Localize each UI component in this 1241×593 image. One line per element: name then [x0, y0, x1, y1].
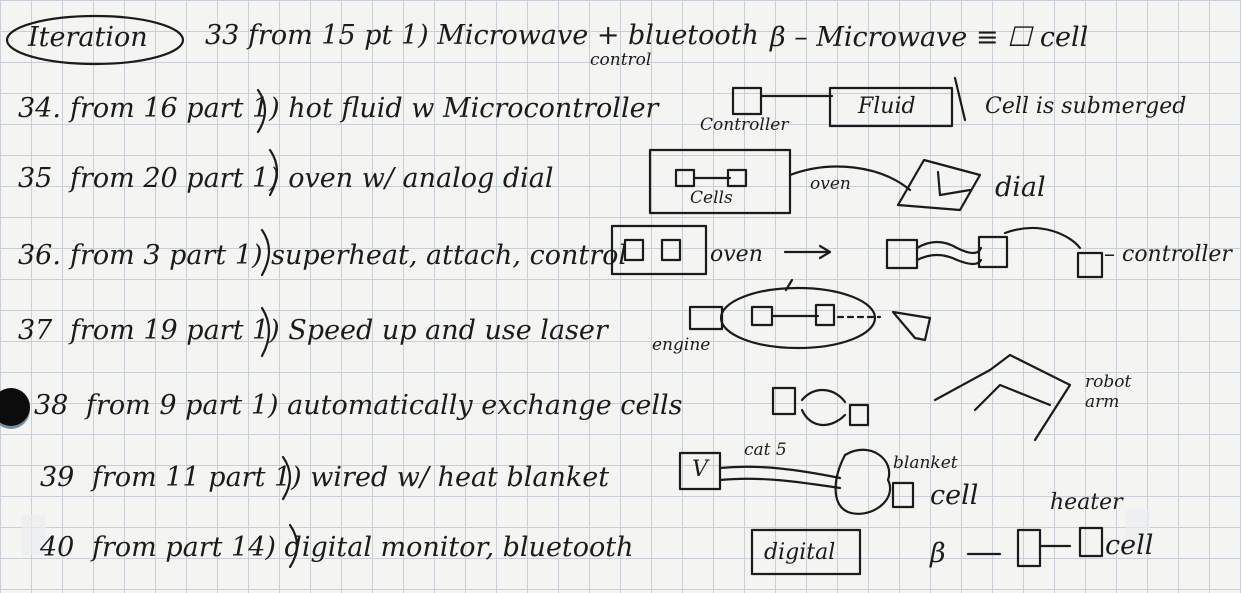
engine-box — [690, 307, 722, 329]
row-number: 36. — [18, 240, 61, 271]
label-voltage: V — [692, 457, 708, 482]
label-engine: engine — [652, 335, 710, 355]
label-digital: digital — [764, 540, 835, 565]
label-dial: dial — [995, 172, 1046, 203]
blanket-outline — [836, 450, 890, 514]
exchange-arrow — [802, 410, 845, 425]
header-line-sub: control — [590, 50, 651, 70]
label-cat5: cat 5 — [744, 440, 787, 460]
header-right: β – Microwave ≡ ☐ cell — [770, 22, 1088, 53]
cell-box — [625, 240, 643, 260]
label-fluid: Fluid — [858, 94, 916, 119]
label-cell: cell — [1105, 530, 1153, 561]
arrow-line — [955, 78, 965, 120]
cell-box — [850, 405, 868, 425]
cell-box — [752, 307, 772, 325]
row-number: 35 — [18, 163, 52, 194]
label-oven: oven — [710, 242, 763, 267]
row-text: from 3 part 1) superheat, attach, contro… — [70, 240, 627, 271]
cat5-cable — [720, 467, 840, 478]
heater-box — [1018, 530, 1040, 566]
superheat-box — [887, 240, 917, 268]
row-text: from 11 part 1) wired w/ heat blanket — [92, 462, 609, 493]
row-text: from 20 part 1) oven w/ analog dial — [70, 163, 554, 194]
row-number: 34. — [18, 93, 61, 124]
row-number: 40 — [40, 532, 74, 563]
superheat-box — [979, 237, 1007, 267]
wave-line — [917, 242, 981, 253]
label-oven: oven — [810, 174, 851, 194]
dial-needle — [938, 172, 940, 195]
wave-line — [917, 255, 981, 264]
cell-box — [1080, 528, 1102, 556]
label-cells: Cells — [690, 188, 733, 208]
controller-box — [1078, 253, 1102, 277]
label-heater: heater — [1050, 490, 1123, 515]
controller-box — [733, 88, 761, 114]
label-controller: Controller — [700, 115, 788, 135]
label-robot-arm: robot arm — [1085, 372, 1155, 412]
label-beta: β — [930, 538, 946, 569]
header-line: 33 from 15 pt 1) Microwave + bluetooth — [205, 20, 759, 51]
label-cell: cell — [930, 480, 978, 511]
cell-box — [662, 240, 680, 260]
dial-needle — [940, 190, 970, 195]
cell-box — [816, 305, 834, 325]
row-number: 37 — [18, 315, 52, 346]
cell-box — [676, 170, 694, 186]
cell-box — [773, 388, 795, 414]
label-cell-submerged: Cell is submerged — [985, 94, 1186, 119]
cat5-cable — [720, 479, 840, 488]
row-number: 39 — [40, 462, 74, 493]
robot-arm — [935, 355, 1070, 440]
label-controller: – controller — [1104, 242, 1232, 267]
row-text: from 9 part 1) automatically exchange ce… — [86, 390, 683, 421]
cell-box — [893, 483, 913, 507]
laser-box — [893, 312, 930, 340]
row-text: from 19 part 1) Speed up and use laser — [70, 315, 608, 346]
row-text: from 16 part 1) hot fluid w Microcontrol… — [70, 93, 658, 124]
circled-word: Iteration — [28, 22, 148, 53]
label-blanket: blanket — [893, 453, 958, 473]
row-text: from part 14) digital monitor, bluetooth — [92, 532, 634, 563]
exchange-arrow — [802, 390, 845, 402]
curve-arrow — [1005, 228, 1080, 248]
row-number: 38 — [34, 390, 68, 421]
